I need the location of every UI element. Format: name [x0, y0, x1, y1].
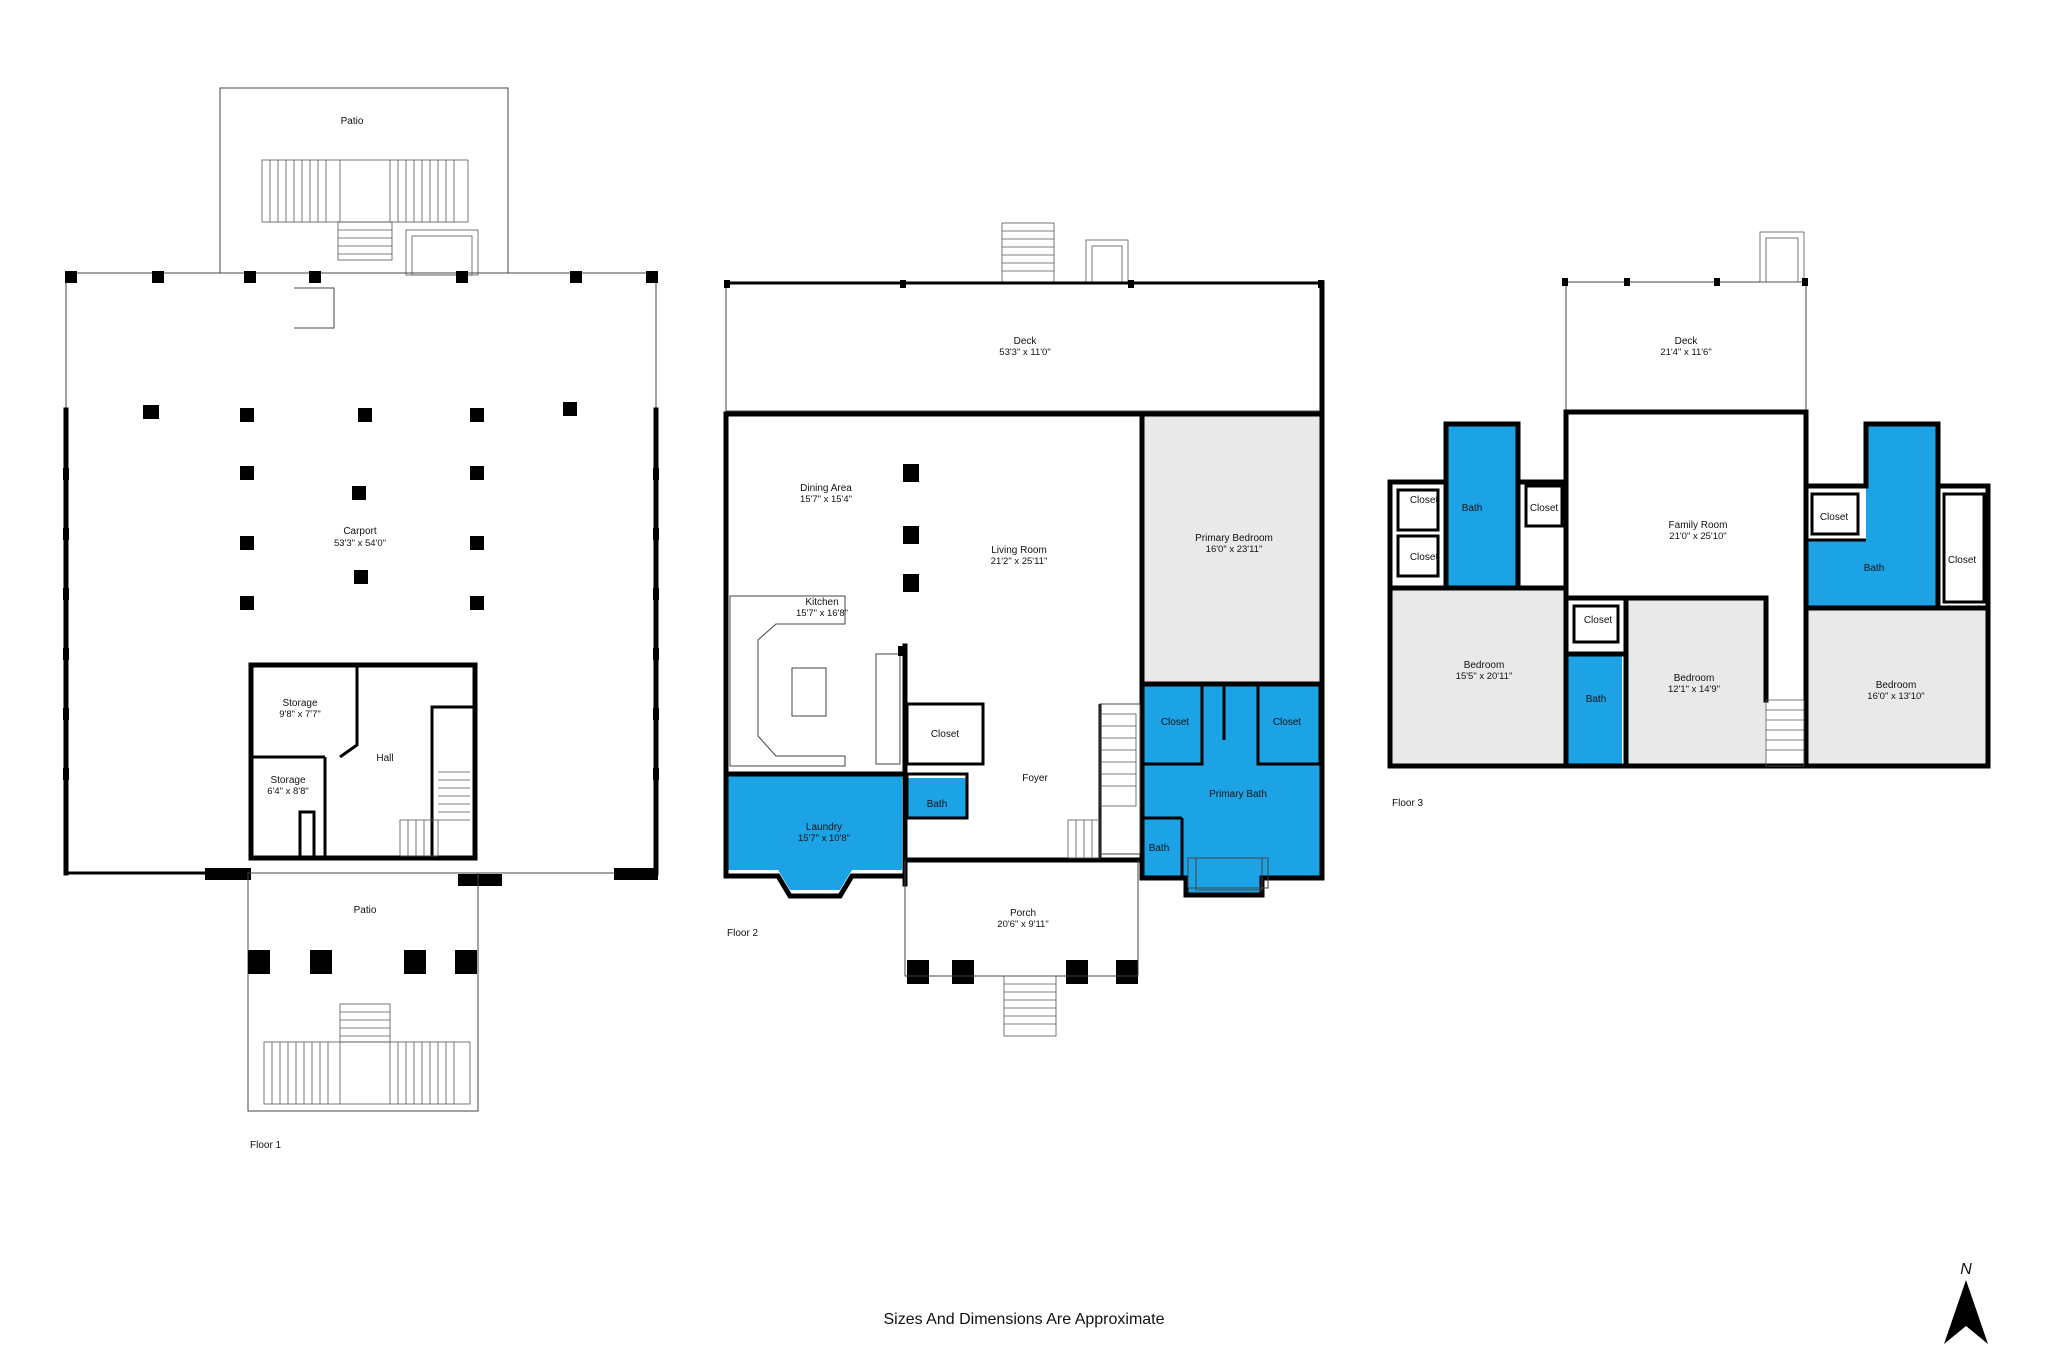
bath-3-2-label: Bath [1586, 694, 1607, 705]
bath-2a-label: Bath [927, 799, 948, 810]
compass-label: N [1960, 1261, 1972, 1278]
living-label: Living Room [991, 545, 1047, 556]
primary-bedroom-label: Primary Bedroom [1195, 533, 1273, 544]
patio-top-label: Patio [341, 116, 364, 127]
bedroom-3-2-label: Bedroom [1674, 673, 1715, 684]
storage-b-dims: 6'4" x 8'8" [267, 786, 309, 797]
closet-3-5-label: Closet [1820, 512, 1849, 523]
closet-2b-label: Closet [1161, 717, 1190, 728]
deck-3-dims: 21'4" x 11'6" [1660, 347, 1711, 358]
hall-label: Hall [376, 753, 393, 764]
bedroom-3-3-dims: 16'0" x 13'10" [1867, 691, 1924, 702]
foyer-label: Foyer [1022, 773, 1048, 784]
laundry-label: Laundry [806, 822, 842, 833]
floor-3-label: Floor 3 [1392, 798, 1424, 809]
storage-a-label: Storage [282, 698, 317, 709]
closet-2a-label: Closet [931, 729, 960, 740]
dining-label: Dining Area [800, 483, 852, 494]
closet-2c-label: Closet [1273, 717, 1302, 728]
bedroom-3-2-dims: 12'1" x 14'9" [1668, 684, 1720, 695]
floor-1-label: Floor 1 [250, 1140, 282, 1151]
closet-3-6-label: Closet [1948, 555, 1977, 566]
deck-3-label: Deck [1675, 336, 1699, 347]
bath-3-3-label: Bath [1864, 563, 1885, 574]
closet-3-3-label: Closet [1530, 503, 1559, 514]
floor-2: Deck 53'3" x 11'0" [723, 222, 1325, 1037]
patio-bottom-label: Patio [354, 905, 377, 916]
floor-2-label: Floor 2 [727, 928, 759, 939]
bath-3-1-label: Bath [1462, 503, 1483, 514]
primary-bedroom-dims: 16'0" x 23'11" [1206, 544, 1263, 555]
porch-label: Porch [1010, 908, 1036, 919]
deck-2-label: Deck [1014, 336, 1038, 347]
kitchen-label: Kitchen [805, 597, 838, 608]
footer-note: Sizes And Dimensions Are Approximate [883, 1311, 1164, 1328]
primary-bath-label: Primary Bath [1209, 789, 1267, 800]
carport-dims: 53'3" x 54'0" [334, 538, 386, 549]
kitchen-dims: 15'7" x 16'8" [796, 608, 848, 619]
closet-3-1-label: Closet [1410, 495, 1439, 506]
deck-2-dims: 53'3" x 11'0" [999, 347, 1050, 358]
closet-3-2-label: Closet [1410, 552, 1439, 563]
floor-3: Deck 21'4" x 11'6" [1387, 231, 1991, 809]
bedroom-3-3-label: Bedroom [1876, 680, 1917, 691]
living-dims: 21'2" x 25'11" [991, 556, 1048, 567]
north-arrow-icon: N [1944, 1261, 1988, 1344]
family-dims: 21'0" x 25'10" [1669, 531, 1726, 542]
closet-3-4-label: Closet [1584, 615, 1613, 626]
bath-2b-label: Bath [1149, 843, 1170, 854]
storage-b-label: Storage [270, 775, 305, 786]
carport-label: Carport [343, 526, 377, 537]
bedroom-3-1-dims: 15'5" x 20'11" [1456, 671, 1513, 682]
laundry-dims: 15'7" x 10'8" [798, 833, 850, 844]
dining-dims: 15'7" x 15'4" [800, 494, 852, 505]
family-label: Family Room [1669, 520, 1728, 531]
bedroom-3-1-label: Bedroom [1464, 660, 1505, 671]
floor-1: Patio Carp [63, 87, 659, 1151]
storage-a-dims: 9'8" x 7'7" [279, 709, 321, 720]
porch-dims: 20'6" x 9'11" [997, 919, 1048, 930]
